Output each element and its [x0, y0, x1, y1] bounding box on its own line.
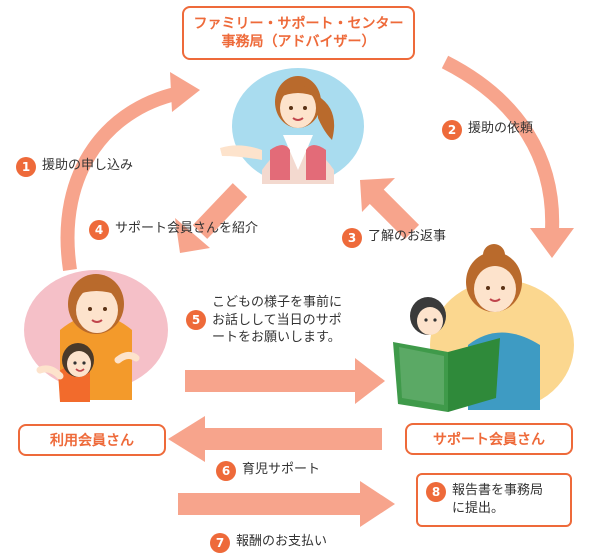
step-8: 8 報告書を事務局 に提出。 — [426, 482, 543, 517]
step-2-text: 援助の依頼 — [468, 120, 533, 138]
arrow-step5 — [185, 370, 365, 392]
center-office-line1: ファミリー・サポート・センター — [194, 15, 404, 33]
step-8-text: 報告書を事務局 に提出。 — [452, 482, 543, 517]
step-6-text: 育児サポート — [242, 461, 320, 479]
step-5: 5 こどもの様子を事前に お話しして当日のサポ ートをお願いします。 — [186, 294, 342, 347]
arrow-step7-head — [360, 481, 395, 527]
arrow-step6 — [200, 428, 382, 450]
step-6-number: 6 — [216, 461, 236, 481]
support-member-label: サポート会員さん — [405, 423, 573, 455]
arrow-step1 — [68, 92, 185, 270]
step-3-number: 3 — [342, 228, 362, 248]
step-1: 1 援助の申し込み — [16, 157, 133, 177]
step-1-text: 援助の申し込み — [42, 157, 133, 175]
step-3-text: 了解のお返事 — [368, 228, 446, 246]
step-3: 3 了解のお返事 — [342, 228, 446, 248]
arrow-step5-head — [355, 358, 385, 404]
step-5-text: こどもの様子を事前に お話しして当日のサポ ートをお願いします。 — [212, 294, 342, 347]
arrow-step2 — [445, 62, 552, 230]
arrow-step3 — [375, 195, 412, 232]
step-2: 2 援助の依頼 — [442, 120, 533, 140]
step-1-number: 1 — [16, 157, 36, 177]
step-8-box: 8 報告書を事務局 に提出。 — [416, 473, 572, 527]
arrow-step2-head — [530, 228, 574, 258]
step-4: 4 サポート会員さんを紹介 — [89, 220, 258, 240]
step-7: 7 報酬のお支払い — [210, 533, 327, 553]
step-4-number: 4 — [89, 220, 109, 240]
step-5-number: 5 — [186, 310, 206, 330]
step-6: 6 育児サポート — [216, 461, 320, 481]
step-8-number: 8 — [426, 482, 446, 502]
step-7-text: 報酬のお支払い — [236, 533, 327, 551]
arrow-step1-head — [170, 72, 200, 112]
user-member-label: 利用会員さん — [18, 424, 166, 456]
step-7-number: 7 — [210, 533, 230, 553]
arrow-step6-head — [168, 416, 205, 462]
step-2-number: 2 — [442, 120, 462, 140]
center-office-line2: 事務局（アドバイザー） — [222, 33, 376, 51]
arrow-step7 — [178, 493, 368, 515]
step-4-text: サポート会員さんを紹介 — [115, 220, 258, 238]
center-office-label: ファミリー・サポート・センター 事務局（アドバイザー） — [182, 6, 415, 60]
